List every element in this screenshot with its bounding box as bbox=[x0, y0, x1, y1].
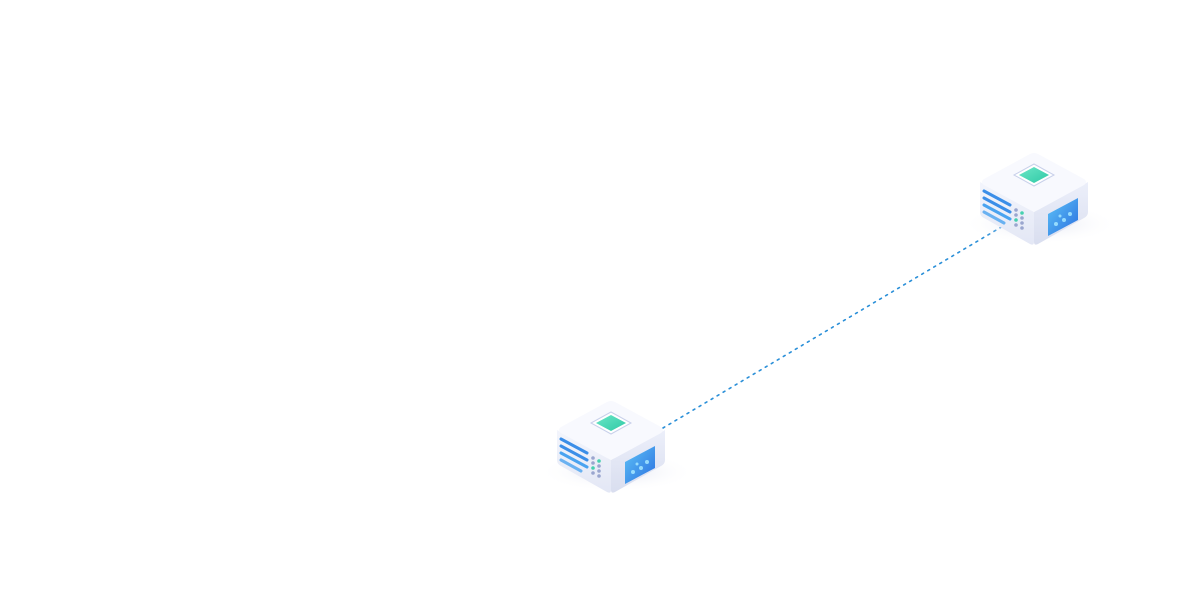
server-node-b bbox=[960, 151, 1120, 247]
server-node-icon bbox=[537, 399, 697, 495]
server-node-icon bbox=[960, 151, 1120, 247]
server-node-a bbox=[537, 399, 697, 495]
connection-line bbox=[662, 225, 1004, 429]
